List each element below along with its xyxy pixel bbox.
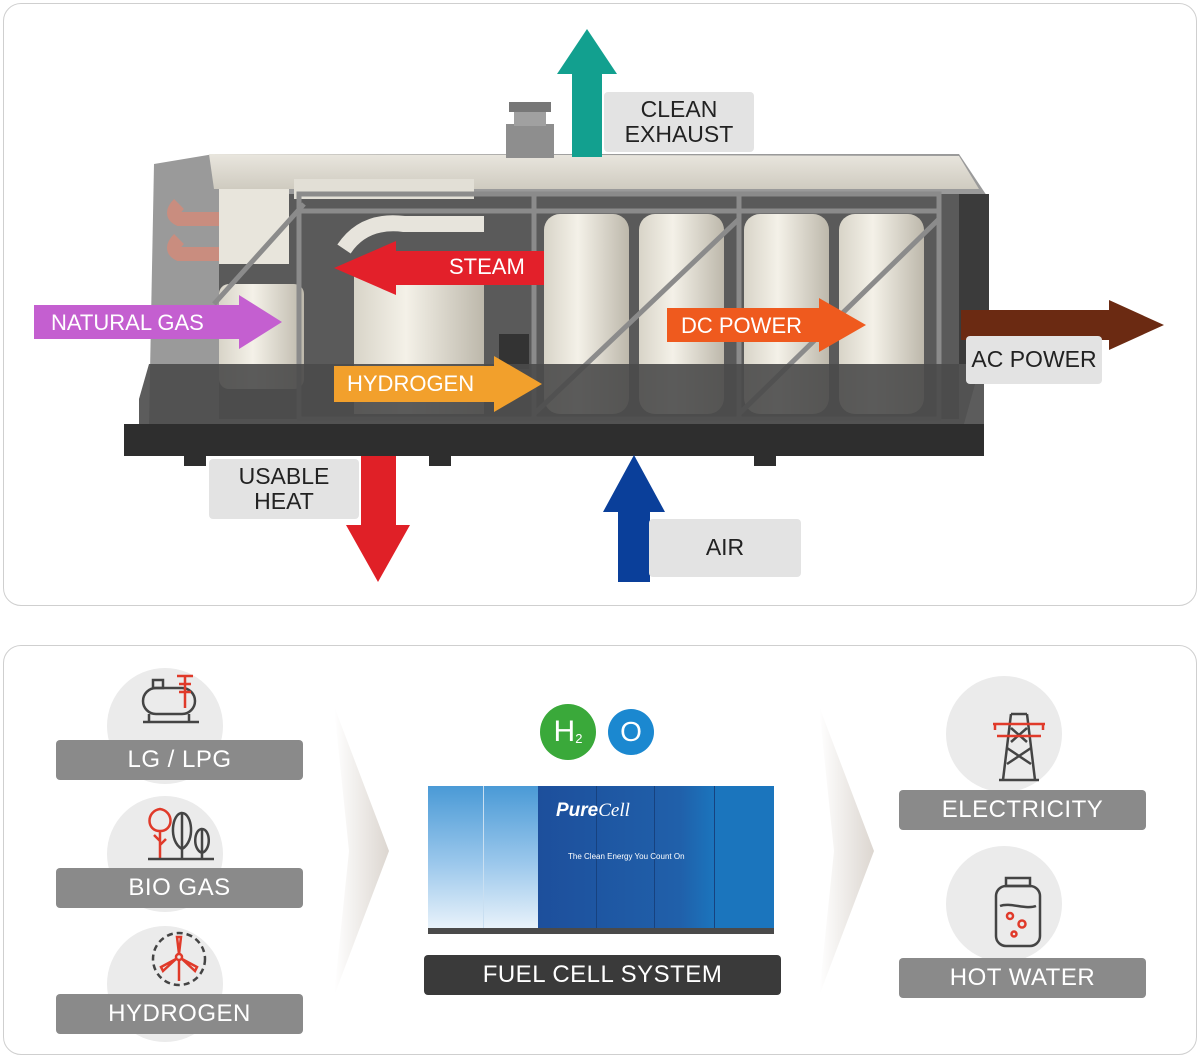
brand-cell: Cell [598, 800, 630, 821]
water-heater-icon [994, 876, 1042, 948]
trees-icon [148, 807, 214, 861]
gas-tank-icon [141, 674, 199, 724]
clean-exhaust-label: CLEAN EXHAUST [604, 92, 754, 152]
usable-heat-label: USABLE HEAT [209, 459, 359, 519]
h2o-h-text: H [553, 715, 576, 748]
hydrogen-arrow [334, 356, 542, 412]
air-label: AIR [649, 519, 801, 577]
purecell-unit-image: PureCell The Clean Energy You Count On [428, 786, 774, 934]
input-label-lpg: LG / LPG [56, 740, 303, 780]
dc-power-label: DC POWER [681, 313, 802, 338]
natural-gas-label: NATURAL GAS [51, 310, 204, 335]
chevron-right-icon-2 [819, 706, 874, 996]
ac-power-label: AC POWER [966, 336, 1102, 384]
o-circle: O [608, 709, 654, 755]
fuel-cell-process-panel: CLEAN EXHAUST STEAM NATURAL GAS HYDROGEN… [3, 3, 1197, 606]
fuel-cell-system-label: FUEL CELL SYSTEM [424, 955, 781, 995]
purecell-tagline: The Clean Energy You Count On [568, 852, 685, 861]
dc-power-arrow [667, 298, 866, 352]
output-label-hot-water: HOT WATER [899, 958, 1146, 998]
hydrogen-flow-label: HYDROGEN [347, 371, 475, 396]
brand-pure: Pure [556, 800, 599, 821]
chevron-right-icon [334, 706, 389, 996]
h2o-subscript: 2 [575, 730, 583, 746]
steam-label: STEAM [449, 254, 525, 279]
steam-arrow [334, 241, 544, 295]
wind-turbine-icon [151, 931, 207, 987]
usable-heat-arrow [346, 456, 410, 582]
clean-exhaust-arrow [557, 29, 617, 157]
power-tower-icon [993, 712, 1045, 782]
natural-gas-arrow [34, 295, 282, 349]
purecell-logo: PureCell [556, 800, 630, 822]
fuel-cell-machine-illustration [34, 29, 1164, 582]
input-label-hydrogen: HYDROGEN [56, 994, 303, 1034]
input-label-biogas: BIO GAS [56, 868, 303, 908]
output-label-electricity: ELECTRICITY [899, 790, 1146, 830]
